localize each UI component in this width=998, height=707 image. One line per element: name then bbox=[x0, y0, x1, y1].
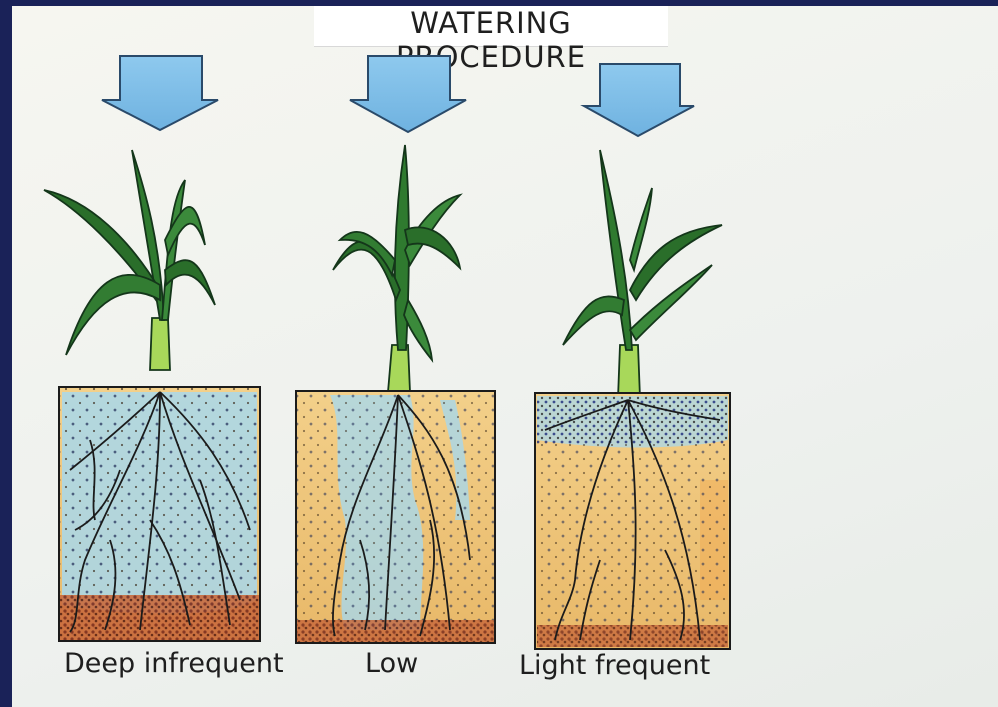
corn-plant-icon bbox=[44, 150, 215, 370]
caption-deep-infrequent: Deep infrequent bbox=[64, 648, 284, 679]
caption-low: Low bbox=[365, 648, 418, 679]
slide: WATERING PROCEDURE bbox=[12, 6, 998, 707]
illustration: Deep infrequent bbox=[12, 6, 998, 707]
panel-deep-infrequent: Deep infrequent bbox=[44, 56, 284, 679]
down-arrow-icon bbox=[584, 64, 694, 136]
caption-light-frequent: Light frequent bbox=[519, 650, 710, 681]
corn-plant-icon bbox=[333, 145, 460, 392]
down-arrow-icon bbox=[102, 56, 218, 130]
panel-light-frequent: Light frequent bbox=[519, 64, 730, 681]
corn-plant-icon bbox=[563, 150, 722, 398]
panel-low: Low bbox=[296, 56, 495, 679]
down-arrow-icon bbox=[350, 56, 466, 132]
